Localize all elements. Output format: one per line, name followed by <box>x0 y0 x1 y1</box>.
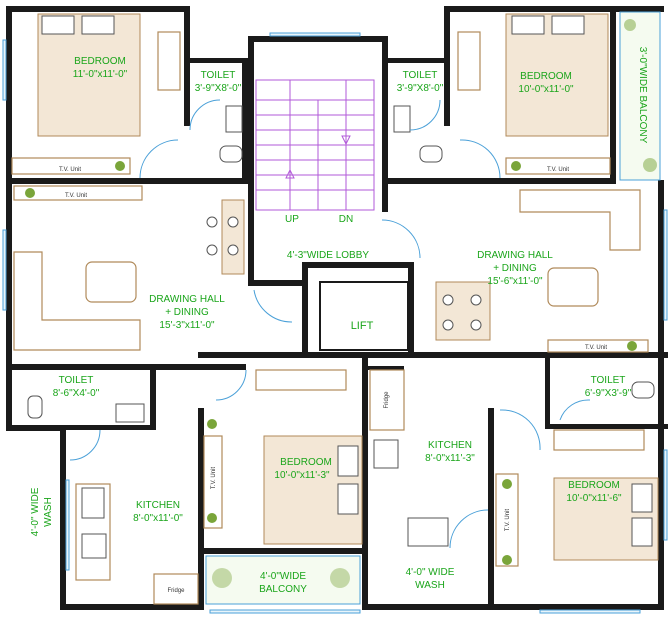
bedroom-tr-size: 10'-0"x11'-0" <box>518 84 574 95</box>
bedroom-tr-name: BEDROOM <box>520 71 572 82</box>
wash-left-name: 4'-0" WIDE <box>30 487 41 536</box>
tv-units <box>11 157 649 567</box>
wash-left-line2: WASH <box>43 497 54 527</box>
tv-label-tl: T.V. Unit <box>59 167 81 173</box>
dining-left <box>206 199 245 275</box>
lobby-name: 4'-3"WIDE LOBBY <box>287 250 369 261</box>
toilet-tl-size: 3'-9"X8'-0" <box>195 83 242 94</box>
toilet-ml-size: 8'-6"X4'-0" <box>53 388 100 399</box>
dining-right <box>435 281 491 341</box>
drawing-left-name: DRAWING HALL <box>149 294 225 305</box>
lift-shaft <box>319 281 409 351</box>
bedroom-tl-size: 11'-0"x11'-0" <box>73 69 128 80</box>
sofa-left <box>13 251 141 351</box>
fridge-label-right: Fridge <box>384 391 390 409</box>
balcony-bottom <box>205 555 361 605</box>
stair-up-label: UP <box>285 214 299 225</box>
kitchen-right-fixtures <box>369 369 449 547</box>
drawing-left-size: 15'-3"x11'-0" <box>159 320 215 331</box>
tv-label-bc: T.V. Unit <box>211 467 217 489</box>
bedroom-tl-name: BEDROOM <box>74 56 126 67</box>
bedroom-bc-name: BEDROOM <box>280 457 332 468</box>
kitchen-left-fixtures <box>75 483 199 605</box>
lift-name: LIFT <box>351 320 374 332</box>
small-labels: T.V. Unit T.V. Unit T.V. Unit T.V. Unit … <box>59 167 607 594</box>
tv-label-br: T.V. Unit <box>505 509 511 531</box>
bed-top-left <box>37 13 181 137</box>
toilet-ml-name: TOILET <box>59 375 94 386</box>
bed-bottom-center <box>255 369 363 545</box>
kitchen-left-name: KITCHEN <box>136 500 180 511</box>
tv-label-mr: T.V. Unit <box>585 345 607 351</box>
sofa-right <box>519 189 641 307</box>
fridge-label-left: Fridge <box>167 588 185 594</box>
tv-label-tr: T.V. Unit <box>547 167 569 173</box>
wash-right-line2: WASH <box>415 580 445 591</box>
stair-down-label: DN <box>339 214 353 225</box>
bed-top-right <box>457 13 609 137</box>
drawing-right-size: 15'-6"x11'-0" <box>487 276 543 287</box>
balcony-bottom-line2: BALCONY <box>259 584 307 595</box>
drawing-left-line2: + DINING <box>165 307 209 318</box>
toilet-mr-size: 6'-9"X3'-9" <box>585 388 632 399</box>
balcony-top <box>619 11 661 181</box>
toilet-tr-name: TOILET <box>403 70 438 81</box>
tv-label-ml: T.V. Unit <box>65 193 87 199</box>
windows <box>2 32 668 614</box>
kitchen-right-size: 8'-0"x11'-3" <box>425 453 475 464</box>
toilet-mr-name: TOILET <box>591 375 626 386</box>
bedroom-bc-size: 10'-0"x11'-3" <box>274 470 330 481</box>
drawing-right-line2: + DINING <box>493 263 537 274</box>
wash-right-name: 4'-0" WIDE <box>406 567 455 578</box>
bedroom-br-name: BEDROOM <box>568 480 620 491</box>
walls <box>6 6 668 610</box>
kitchen-left-size: 8'-0"x11'-0" <box>133 513 183 524</box>
kitchen-right-name: KITCHEN <box>428 440 472 451</box>
bed-bottom-right <box>553 429 659 561</box>
room-labels: BEDROOM 11'-0"x11'-0" BEDROOM 10'-0"x11'… <box>30 47 648 595</box>
toilet-tl-name: TOILET <box>201 70 236 81</box>
doors <box>69 99 591 549</box>
staircase <box>255 79 375 211</box>
drawing-right-name: DRAWING HALL <box>477 250 553 261</box>
balcony-top-name: 3'-0"WIDE BALCONY <box>637 47 648 144</box>
toilet-tr-size: 3'-9"X8'-0" <box>397 83 444 94</box>
balcony-bottom-name: 4'-0"WIDE <box>260 571 306 582</box>
toilet-fixtures <box>27 105 655 423</box>
bedroom-br-size: 10'-0"x11'-6" <box>566 493 622 504</box>
